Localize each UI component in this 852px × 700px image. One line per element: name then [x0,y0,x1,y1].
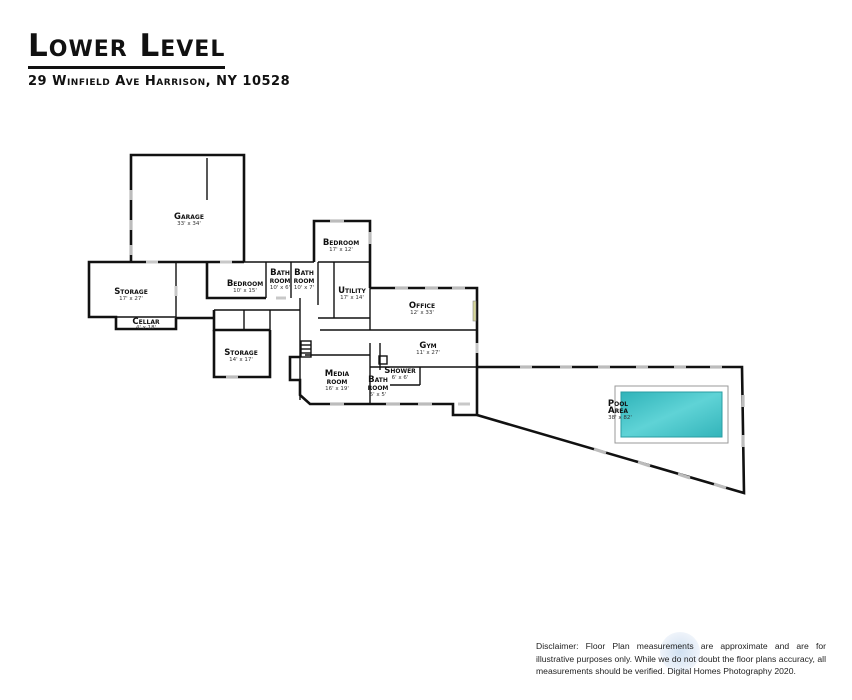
media-outline-walls [288,355,479,417]
north-wing-walls [312,219,372,319]
stairs [300,340,312,358]
room-label-garage: Garage [174,212,204,222]
page-title: Lower Level [28,26,226,69]
pool-area-walls [476,365,746,495]
room-label-cellar: Cellar [132,317,160,327]
room-dims-storage-west: 17' x 27' [119,296,143,302]
room-label-storage-west: Storage [114,287,148,297]
room-dims-bedroom: 10' x 15' [233,288,257,294]
south-storage-walls [212,330,272,379]
room-label-bath3-line2: room [368,383,389,393]
room-label-bath1-line2: room [270,276,291,286]
room-dims-shower: 6' x 6' [392,375,409,381]
disclaimer-text: Disclaimer: Floor Plan measurements are … [536,641,826,676]
pool-water [620,391,723,438]
room-dims-storage-south: 14' x 17' [229,357,253,363]
room-label-storage-south: Storage [224,348,258,358]
room-label-gym: Gym [419,341,436,351]
watermark-logo [660,632,700,672]
room-dims-bedroom-north: 17' x 12' [329,247,353,253]
room-label-shower: Shower [384,366,416,376]
east-rooms-walls [305,286,479,404]
room-dims-media: 16' x 19' [325,386,349,392]
room-dims-bath3: 5' x 5' [370,392,387,398]
room-dims-garage: 33' x 34' [177,221,201,227]
property-address: 29 Winfield Ave Harrison, NY 10528 [28,74,291,89]
west-wing-walls [87,260,244,331]
room-label-utility: Utility [338,286,366,296]
room-dims-utility: 17' x 14' [340,295,364,301]
room-label-bath1-line1: Bath [270,268,290,278]
room-label-pool-line1: Pool [608,399,628,409]
room-dims-pool: 38' x 82' [608,415,632,421]
room-label-bedroom: Bedroom [227,279,263,289]
room-dims-cellar: 4' x 18' [136,325,156,331]
room-label-office: Office [409,301,435,311]
room-label-pool-line2: Area [608,406,628,416]
room-dims-office: 12' x 33' [410,310,434,316]
room-label-media-line1: Media [325,369,350,379]
room-dims-bath2: 10' x 7' [294,285,314,291]
room-dims-bath1: 10' x 6' [270,285,290,291]
room-label-bath2-line2: room [294,276,315,286]
room-dims-gym: 11' x 27' [416,350,440,356]
room-label-bath3-line1: Bath [368,375,388,385]
room-label-bath2-line1: Bath [294,268,314,278]
room-label-bedroom-north: Bedroom [323,238,359,248]
room-label-media-line2: room [327,377,348,387]
garage-walls [129,153,246,262]
